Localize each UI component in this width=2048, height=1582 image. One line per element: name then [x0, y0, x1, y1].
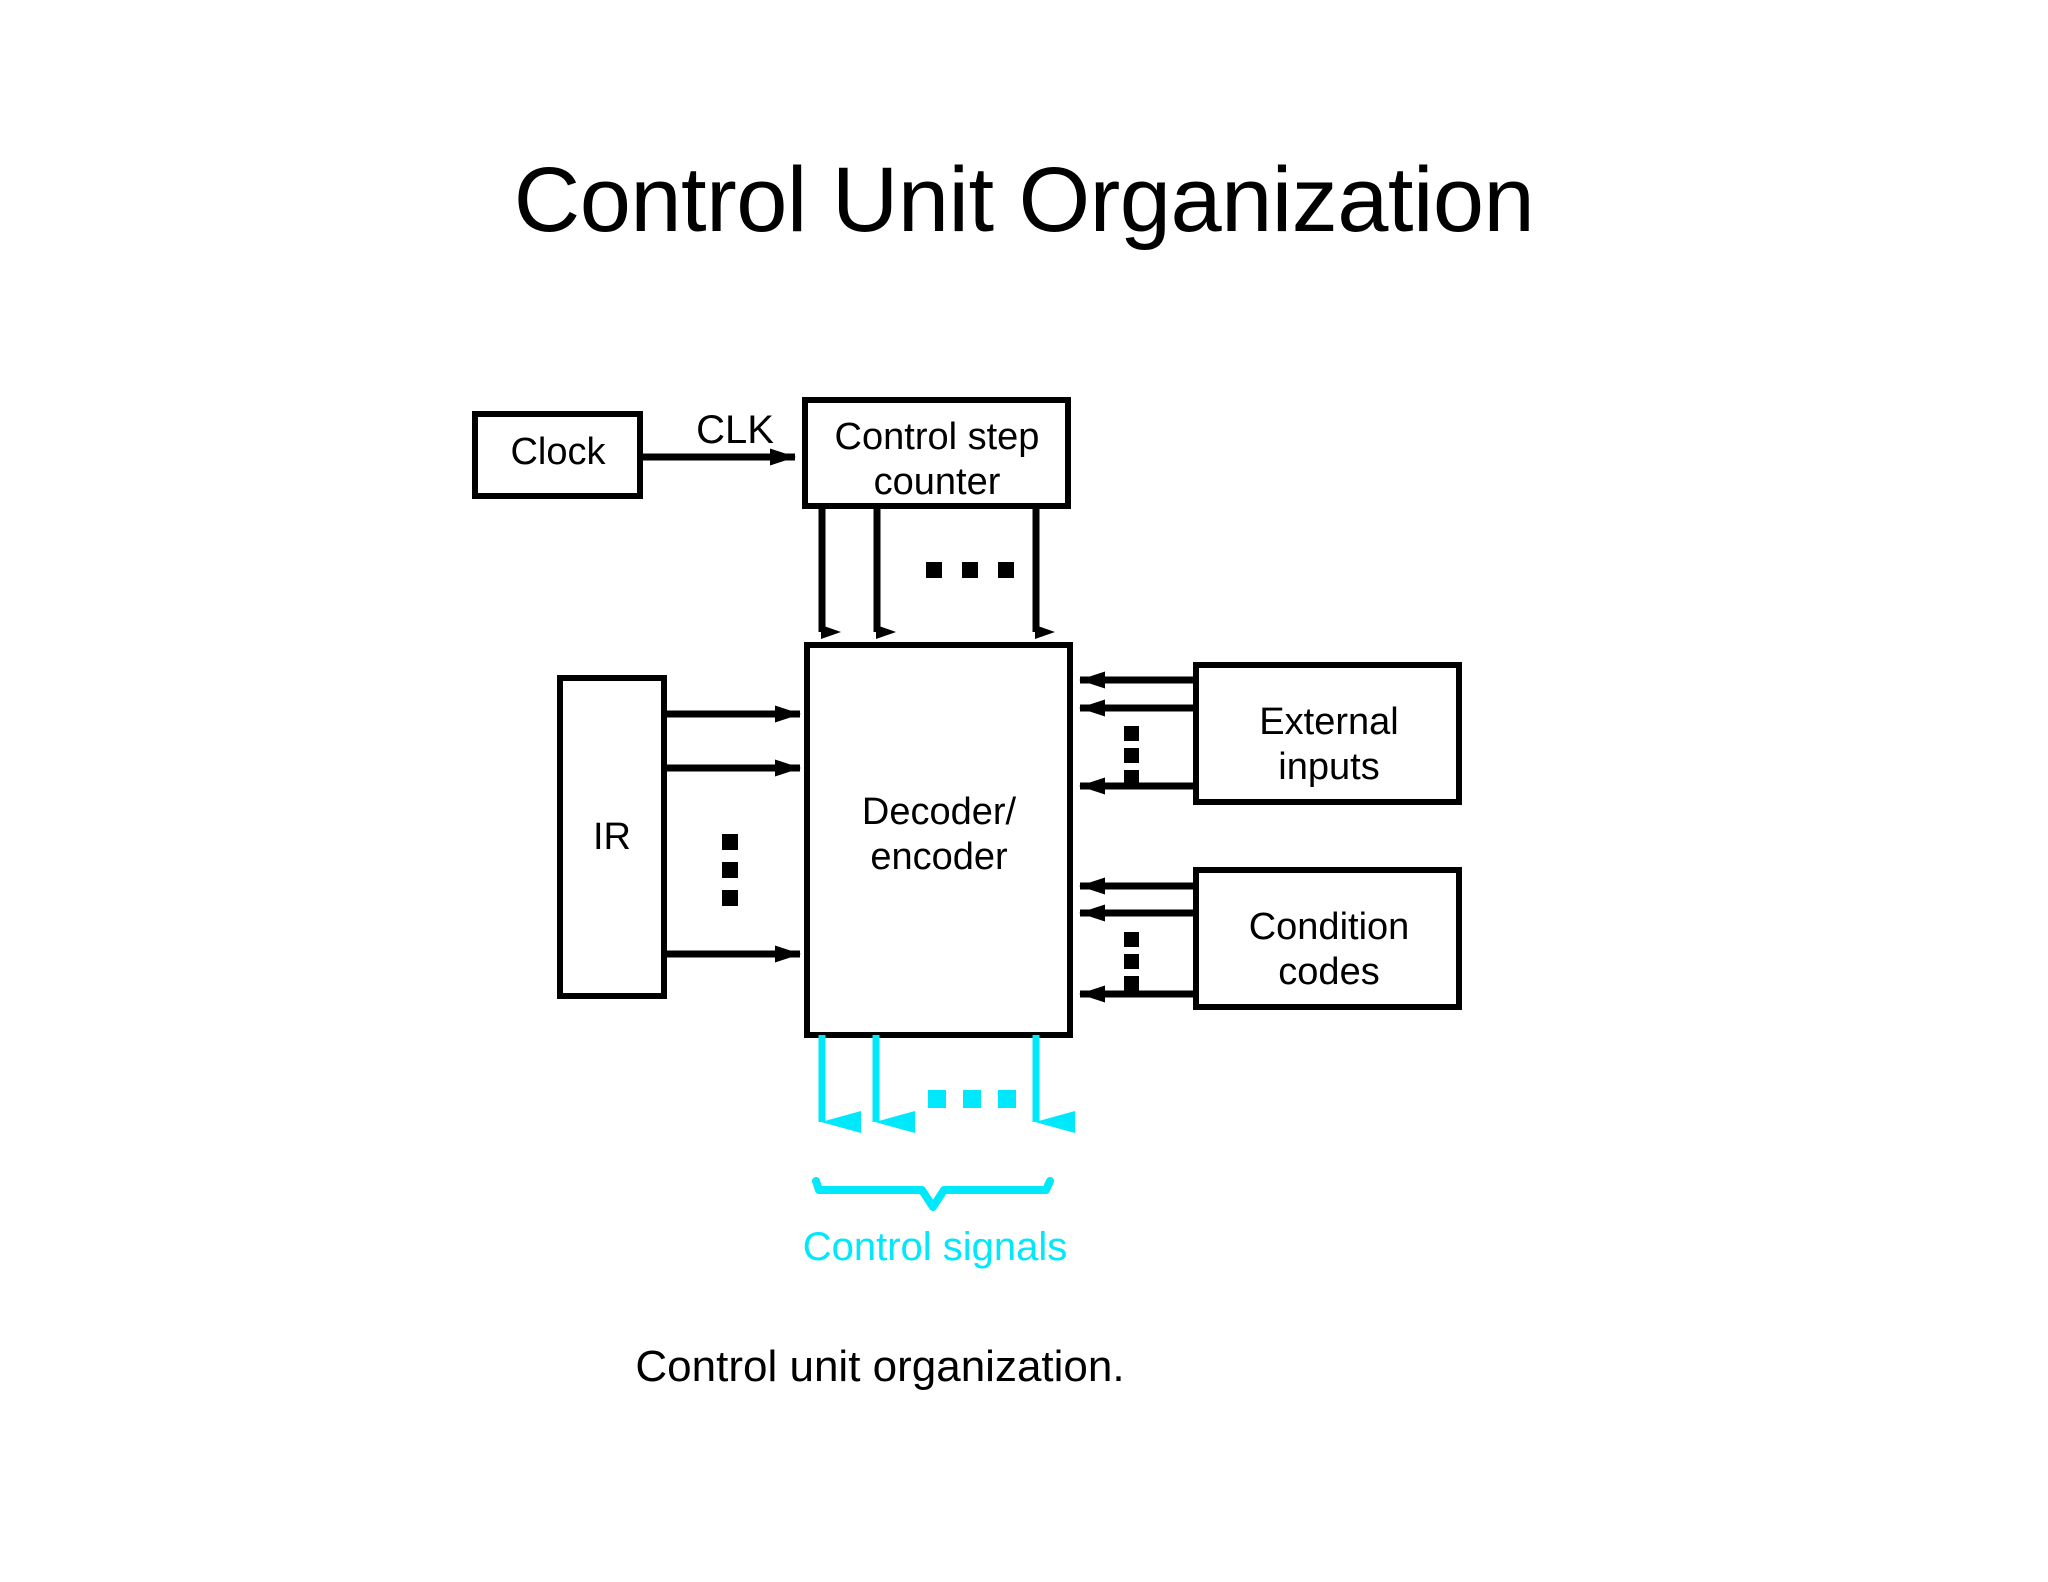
block-external-inputs — [1193, 662, 1462, 805]
control-signals-label: Control signals — [802, 1225, 1068, 1269]
ellipsis-ir-decoder — [722, 834, 738, 906]
block-control-step-counter — [802, 397, 1071, 509]
ellipsis-condition-decoder — [1124, 932, 1139, 991]
block-clock — [472, 411, 643, 499]
control-signals-brace — [812, 1177, 1054, 1211]
block-decoder-encoder — [804, 642, 1073, 1038]
page-title: Control Unit Organization — [513, 149, 1535, 251]
ellipsis-counter-decoder — [926, 562, 1014, 578]
block-ir — [557, 675, 667, 999]
ellipsis-external-decoder — [1124, 726, 1139, 785]
figure-caption: Control unit organization. — [635, 1342, 1125, 1391]
ellipsis-control-signals — [928, 1090, 1016, 1108]
block-condition-codes — [1193, 867, 1462, 1010]
